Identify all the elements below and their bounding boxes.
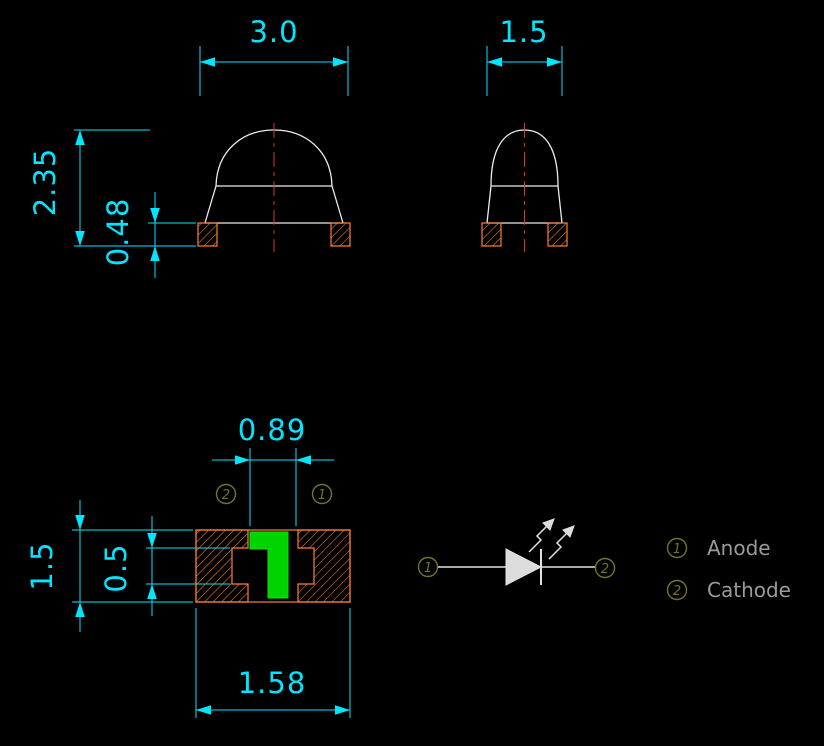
front-left-terminal: [197, 222, 218, 247]
arrowhead: [150, 246, 160, 261]
anode-pin-circle: [417, 556, 439, 578]
anode-pin-number: 1: [424, 561, 432, 576]
legend-cathode-label: Cathode: [707, 578, 791, 602]
side-width-dim-text: 1.5: [499, 15, 548, 49]
arrowhead: [333, 57, 348, 67]
front-right-terminal: [330, 222, 351, 247]
legend-pin-2-circle: [666, 579, 688, 601]
arrowhead: [487, 57, 502, 67]
front-body-sides: [204, 185, 344, 224]
front-terminal-dim-text: 0.48: [101, 198, 135, 267]
arrowhead: [235, 455, 250, 465]
pin-1-circle: [311, 483, 333, 505]
arrowhead: [147, 533, 157, 548]
footprint-left-pad: [195, 529, 249, 603]
arrowhead: [75, 130, 85, 145]
schematic: 1 2: [417, 518, 616, 586]
arrowhead: [200, 57, 215, 67]
led-triangle: [505, 548, 543, 586]
footprint-height-dim-text: 1.5: [25, 541, 59, 590]
legend-pin-2-number: 2: [673, 584, 681, 599]
side-body-sides: [486, 185, 563, 224]
front-width-dim-text: 3.0: [249, 15, 298, 49]
polarity-mark: [249, 531, 289, 599]
front-view: 3.0 2.35 0.48: [28, 15, 351, 278]
arrowhead: [296, 455, 311, 465]
arrowhead: [562, 525, 575, 538]
arrowhead: [150, 208, 160, 223]
footprint-notch-dim-text: 0.5: [99, 543, 133, 592]
arrowhead: [75, 231, 85, 246]
legend-pin-1-circle: [666, 537, 688, 559]
pin-legend: 1 Anode 2 Cathode: [666, 536, 791, 602]
arrowhead: [75, 602, 85, 617]
footprint-width-dim-text: 1.58: [238, 666, 307, 700]
front-height-dim-text: 2.35: [28, 148, 62, 217]
light-emission-arrow: [528, 524, 549, 553]
cathode-pin-circle: [594, 557, 616, 579]
legend-anode-label: Anode: [707, 536, 771, 560]
arrowhead: [147, 584, 157, 599]
footprint-right-pad: [297, 529, 351, 603]
pin-2-circle: [215, 483, 237, 505]
light-emission-arrow: [548, 531, 569, 560]
arrowhead: [335, 705, 350, 715]
arrowhead: [547, 57, 562, 67]
arrowhead: [542, 518, 555, 531]
footprint-gap-dim-text: 0.89: [238, 413, 307, 447]
legend-pin-1-number: 1: [673, 542, 681, 557]
cathode-pin-number: 2: [601, 562, 609, 577]
side-left-terminal: [481, 222, 502, 247]
side-view: 1.5: [481, 15, 568, 252]
side-right-terminal: [547, 222, 568, 247]
pin-1-number: 1: [318, 488, 326, 503]
arrowhead: [196, 705, 211, 715]
footprint-view: 0.89 1.5 0.5 1.58 2 1: [25, 413, 351, 718]
pin-2-number: 2: [222, 488, 230, 503]
arrowhead: [75, 515, 85, 530]
